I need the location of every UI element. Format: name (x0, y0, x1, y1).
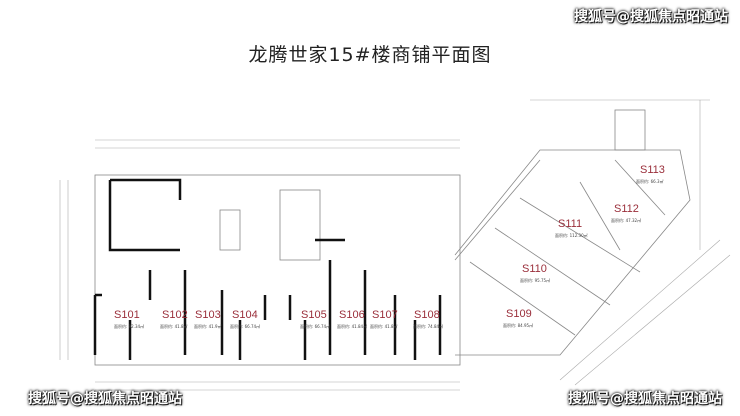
unit-label-s101: S101 (114, 309, 140, 321)
dimension-lines (59, 99, 731, 391)
unit-area-s108: 面积约: 74.84㎡ (413, 323, 443, 329)
unit-label-s110: S110 (522, 263, 547, 275)
plan-title: 龙腾世家15#楼商铺平面图 (248, 44, 492, 66)
unit-label-s102: S102 (162, 309, 188, 321)
unit-labels: S101 面积约: 92.34㎡ S102 面积约: 41.8㎡ S103 面积… (114, 164, 665, 329)
unit-area-s104: 面积约: 66.74㎡ (230, 323, 260, 329)
walls (93, 178, 442, 360)
unit-area-s111: 面积约: 112.30㎡ (555, 232, 588, 238)
unit-label-s111: S111 (558, 218, 582, 230)
unit-area-s106: 面积约: 41.84㎡ (337, 323, 367, 329)
unit-area-s112: 面积约: 47.32㎡ (611, 217, 641, 223)
unit-label-s106: S106 (339, 309, 365, 321)
unit-area-s101: 面积约: 92.34㎡ (114, 323, 144, 329)
unit-label-s104: S104 (232, 309, 258, 321)
watermark-bottom-left: 搜狐号@搜狐焦点昭通站 (28, 391, 182, 407)
unit-label-s113: S113 (640, 164, 665, 176)
unit-area-s113: 面积约: 66.3㎡ (636, 178, 664, 184)
unit-area-s105: 面积约: 66.74㎡ (300, 323, 330, 329)
unit-area-s109: 面积约: 84.95㎡ (503, 322, 533, 328)
unit-area-s103: 面积约: 41.9㎡ (194, 323, 222, 329)
watermark-bottom-right: 搜狐号@搜狐焦点昭通站 (568, 391, 722, 407)
unit-label-s108: S108 (414, 309, 440, 321)
unit-label-s103: S103 (195, 309, 221, 321)
unit-label-s109: S109 (506, 308, 532, 320)
unit-area-s102: 面积约: 41.8㎡ (160, 323, 188, 329)
unit-label-s105: S105 (301, 309, 327, 321)
watermark-top: 搜狐号@搜狐焦点昭通站 (574, 9, 728, 25)
unit-area-s110: 面积约: 95.75㎡ (520, 277, 550, 283)
unit-label-s107: S107 (372, 309, 398, 321)
unit-label-s112: S112 (614, 203, 639, 215)
building-outline (94, 109, 691, 366)
unit-area-s107: 面积约: 41.8㎡ (370, 323, 398, 329)
